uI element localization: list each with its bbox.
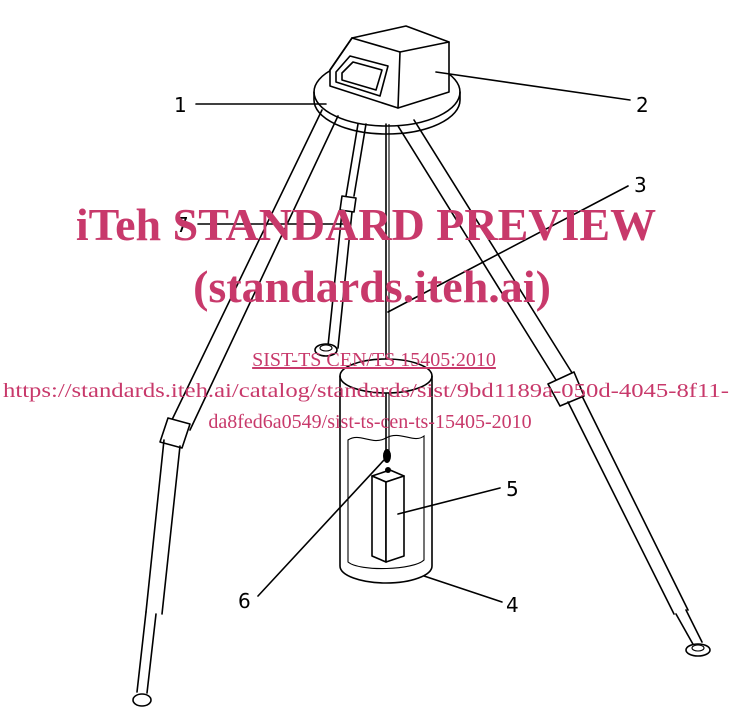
watermark-title: iTeh STANDARD PREVIEW [76, 199, 656, 250]
hook-connector [383, 449, 391, 463]
callout-7: 7 [176, 213, 189, 237]
leader-lines [195, 71, 631, 603]
callout-1: 1 [174, 93, 187, 117]
tripod-leg-left [132, 109, 339, 707]
tripod-leg-back [314, 123, 367, 357]
measuring-instrument [329, 25, 450, 109]
callout-3: 3 [634, 173, 647, 197]
cylinder-container [339, 358, 433, 584]
tripod-leg-right [397, 119, 711, 657]
watermark-url-line2[interactable]: da8fed6a0549/sist-ts-cen-ts-15405-2010 [208, 411, 531, 433]
callout-2: 2 [636, 93, 649, 117]
watermark-doc-id[interactable]: SIST-TS CEN/TS 15405:2010 [252, 349, 496, 371]
watermark: iTeh STANDARD PREVIEW (standards.iteh.ai… [3, 199, 729, 433]
watermark-subtitle: (standards.iteh.ai) [193, 261, 551, 312]
suspension-wire [385, 123, 390, 459]
specimen-block [371, 467, 405, 563]
watermark-url-line1[interactable]: https://standards.iteh.ai/catalog/standa… [3, 380, 729, 402]
callout-5: 5 [506, 477, 519, 501]
callout-6: 6 [238, 589, 251, 613]
callout-4: 4 [506, 593, 519, 617]
